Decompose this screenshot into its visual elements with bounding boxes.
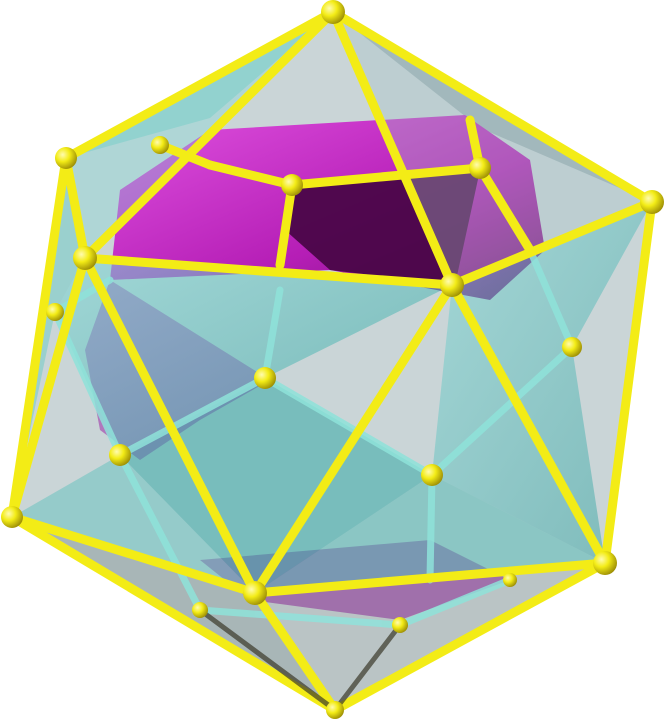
vertex-node <box>46 303 64 321</box>
vertex-node <box>1 506 23 528</box>
vertex-node <box>281 174 303 196</box>
vertex-node <box>151 136 169 154</box>
vertex-node <box>326 701 344 719</box>
vertex-node <box>440 273 464 297</box>
vertex-node <box>503 573 517 587</box>
vertex-node <box>421 464 443 486</box>
vertex-node <box>254 367 276 389</box>
vertex-node <box>469 157 491 179</box>
vertex-node <box>562 337 582 357</box>
vertex-node <box>192 602 208 618</box>
vertex-node <box>243 581 267 605</box>
vertex-node <box>73 246 97 270</box>
vertex-node <box>392 617 408 633</box>
vertex-node <box>593 551 617 575</box>
vertex-node <box>321 0 345 24</box>
vertex-node <box>55 147 77 169</box>
vertex-node <box>109 444 131 466</box>
vertex-node <box>640 190 664 214</box>
